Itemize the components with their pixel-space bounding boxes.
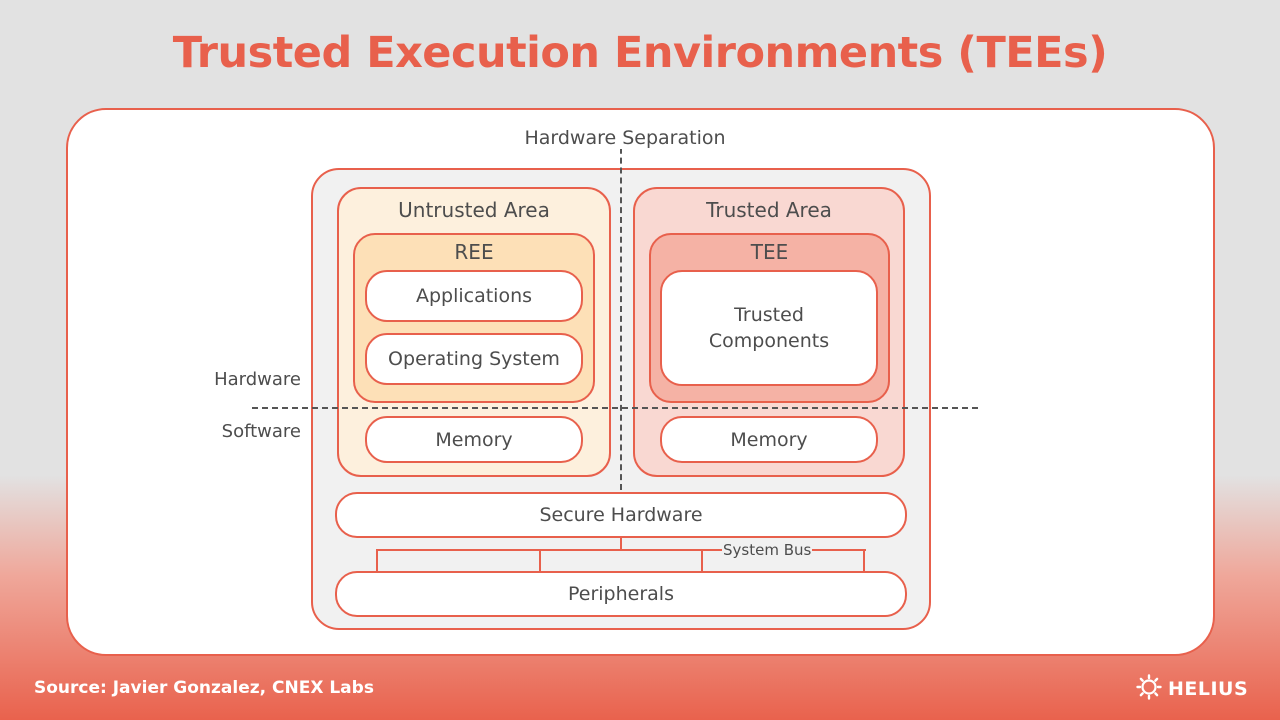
page-title: Trusted Execution Environments (TEEs): [172, 28, 1108, 78]
system-bus-line: [376, 549, 866, 551]
brand-name: HELIUS: [1168, 678, 1249, 700]
bus-drop: [376, 549, 378, 571]
untrusted-memory-box: Memory: [365, 416, 583, 463]
operating-system-box: Operating System: [365, 333, 583, 385]
bus-drop: [863, 549, 865, 571]
peripherals-box: Peripherals: [335, 571, 907, 617]
secure-hardware-box: Secure Hardware: [335, 492, 907, 538]
source-citation: Source: Javier Gonzalez, CNEX Labs: [34, 678, 374, 698]
bus-drop: [701, 549, 703, 571]
ree-label: REE: [454, 240, 494, 264]
tee-label: TEE: [750, 240, 789, 264]
system-bus-label: System Bus: [722, 541, 813, 559]
trusted-memory-box: Memory: [660, 416, 878, 463]
trusted-components-box: Trusted Components: [660, 270, 878, 386]
hardware-separation-label: Hardware Separation: [522, 127, 728, 149]
brand-logo: HELIUS: [1136, 674, 1248, 704]
hardware-label: Hardware: [214, 369, 301, 390]
trusted-area-label: Trusted Area: [706, 198, 832, 222]
sun-ring-logo-icon: [1136, 674, 1162, 704]
bus-drop: [539, 549, 541, 571]
software-label: Software: [221, 421, 301, 442]
applications-box: Applications: [365, 270, 583, 322]
hardware-software-boundary-line: [252, 407, 978, 409]
untrusted-area-label: Untrusted Area: [398, 198, 550, 222]
bus-connector: [620, 537, 622, 550]
hardware-separation-line: [620, 128, 622, 490]
